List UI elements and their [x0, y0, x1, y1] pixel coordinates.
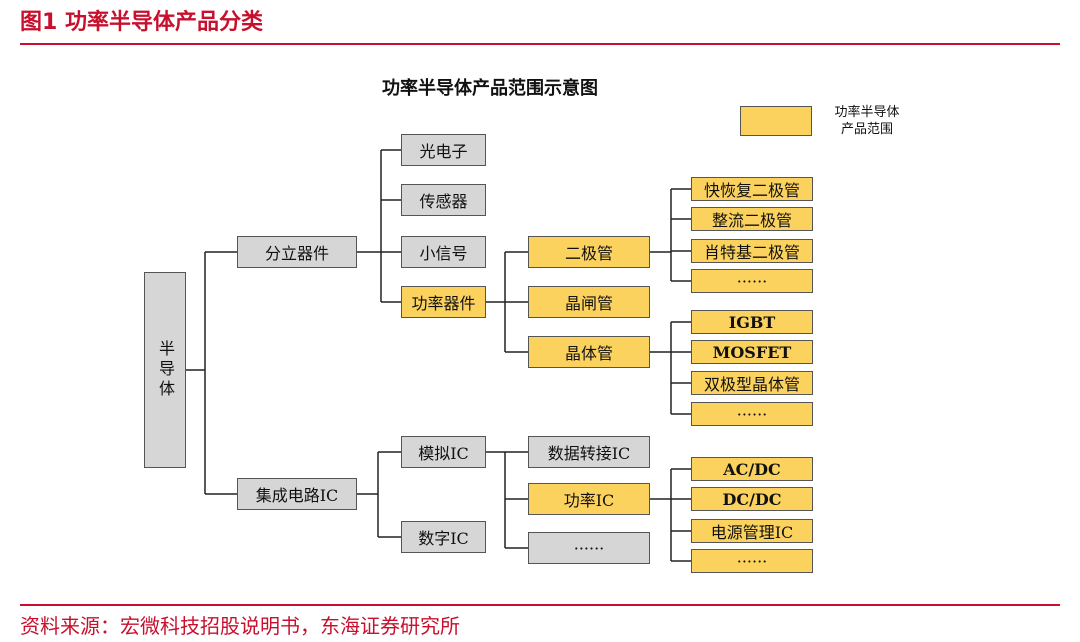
- node-integrated-circuit: 集成电路IC: [237, 478, 357, 510]
- node-data-converter-ic: 数据转接IC: [528, 436, 650, 468]
- node-optoelectronic: 光电子: [401, 134, 486, 166]
- node-diode-more: ······: [691, 269, 813, 293]
- node-schottky-diode: 肖特基二极管: [691, 239, 813, 263]
- node-transistor: 晶体管: [528, 336, 650, 368]
- diagram-title: 功率半导体产品范围示意图: [382, 78, 598, 99]
- node-digital-ic: 数字IC: [401, 521, 486, 553]
- node-diode: 二极管: [528, 236, 650, 268]
- connector-power-ic: [650, 468, 691, 562]
- connector-power-device: [486, 251, 528, 353]
- node-transistor-more: ······: [691, 402, 813, 426]
- node-ac-dc: AC/DC: [691, 457, 813, 481]
- figure-title: 图1 功率半导体产品分类: [20, 10, 263, 35]
- header-divider: [20, 43, 1060, 45]
- legend-label: 功率半导体 产品范围: [822, 104, 912, 138]
- connector-analog: [486, 451, 528, 549]
- node-analog-ic: 模拟IC: [401, 436, 486, 468]
- node-discrete-devices: 分立器件: [237, 236, 357, 268]
- connector-root: [186, 251, 237, 495]
- legend-swatch: [740, 106, 812, 136]
- connector-ic: [357, 451, 401, 538]
- node-semiconductor: 半导体: [144, 272, 186, 468]
- node-mosfet: MOSFET: [691, 340, 813, 364]
- node-rectifier-diode: 整流二极管: [691, 207, 813, 231]
- node-power-device: 功率器件: [401, 286, 486, 318]
- connector-discrete: [357, 149, 401, 303]
- connector-diode: [650, 188, 691, 282]
- node-dc-dc: DC/DC: [691, 487, 813, 511]
- footer-divider: [20, 604, 1060, 606]
- node-fast-recovery-diode: 快恢复二极管: [691, 177, 813, 201]
- node-igbt: IGBT: [691, 310, 813, 334]
- connector-transistor: [650, 321, 691, 415]
- node-bipolar-transistor: 双极型晶体管: [691, 371, 813, 395]
- legend-label-line2: 产品范围: [840, 122, 893, 137]
- source-note: 资料来源：宏微科技招股说明书，东海证券研究所: [20, 614, 460, 638]
- node-power-ic-more: ······: [691, 549, 813, 573]
- node-power-ic: 功率IC: [528, 483, 650, 515]
- node-thyristor: 晶闸管: [528, 286, 650, 318]
- node-sensor: 传感器: [401, 184, 486, 216]
- node-small-signal: 小信号: [401, 236, 486, 268]
- node-analog-more: ······: [528, 532, 650, 564]
- legend-label-line1: 功率半导体: [834, 105, 900, 120]
- node-power-management-ic: 电源管理IC: [691, 519, 813, 543]
